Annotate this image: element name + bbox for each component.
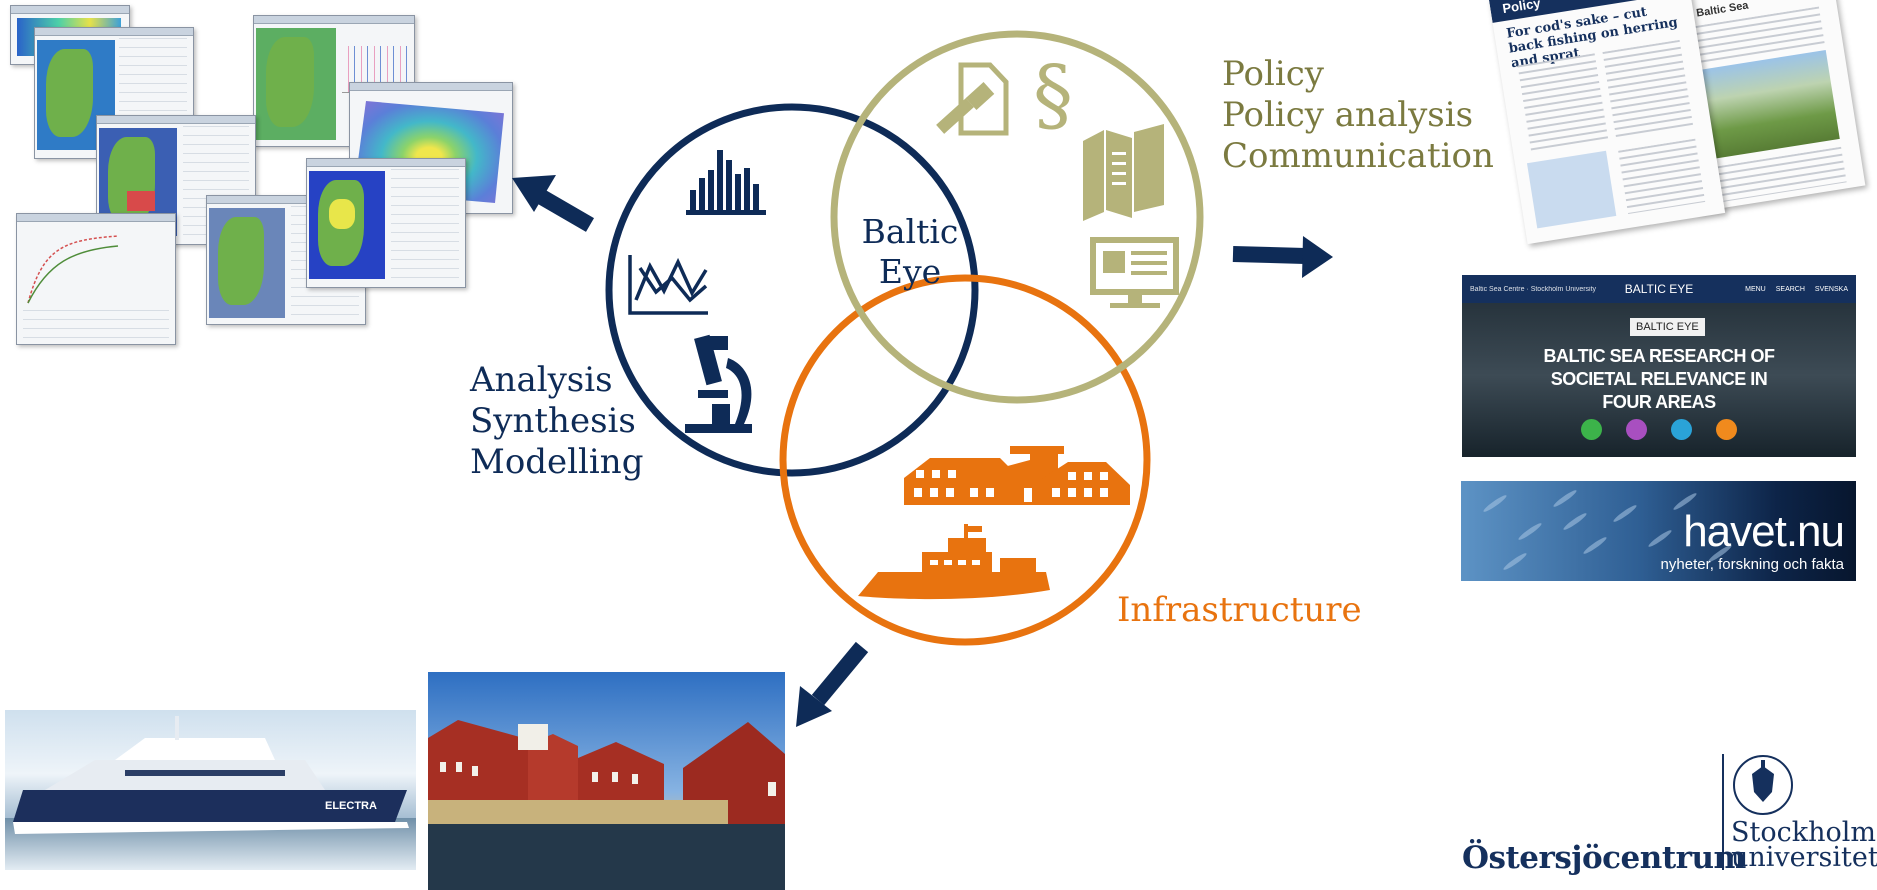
section-sign-icon: § — [1033, 48, 1073, 141]
arrow-to-policy-icon — [1232, 236, 1333, 278]
website-left-nav: Baltic Sea Centre · Stockholm University — [1470, 285, 1597, 293]
policy-label: Policy — [1222, 54, 1324, 94]
website-headline-line: SOCIETAL RELEVANCE IN — [1550, 369, 1768, 389]
bar-chart-icon — [686, 150, 766, 215]
analysis-label: Analysis — [470, 360, 613, 400]
website-nav-bar: Baltic Sea Centre · Stockholm University… — [1462, 275, 1856, 303]
website-area-icons — [1462, 419, 1856, 440]
infrastructure-circle — [779, 274, 1151, 646]
university-name-line: Stockholms — [1731, 817, 1877, 848]
synthesis-label: Synthesis — [470, 401, 636, 441]
area-icon — [1581, 419, 1602, 440]
website-badge: BALTIC EYE — [1630, 318, 1705, 336]
website-search-item: SEARCH — [1775, 285, 1805, 293]
research-vessel-icon — [858, 524, 1050, 600]
brochure-icon — [1083, 124, 1164, 221]
document-gavel-icon — [936, 62, 1009, 136]
line-chart-icon — [628, 255, 708, 315]
monitor-icon — [1090, 237, 1179, 308]
research-ship-photo: ELECTRA — [5, 710, 416, 870]
website-nav-items: MENU SEARCH SVENSKA — [1745, 286, 1848, 293]
screenshot-window — [16, 213, 176, 345]
stockholm-university-logo: Stockholms universitet — [1731, 817, 1877, 873]
havet-brand: havet.nu — [1683, 507, 1845, 556]
havet-tagline: nyheter, forskning och fakta — [1660, 556, 1844, 573]
havet-banner: havet.nu nyheter, forskning och fakta — [1461, 481, 1856, 581]
communication-label: Communication — [1222, 136, 1494, 176]
area-icon — [1671, 419, 1692, 440]
policy-circle — [830, 30, 1204, 404]
center-label-line: Baltic — [861, 212, 959, 251]
website-title: BALTIC EYE — [1624, 282, 1694, 296]
arrow-to-infrastructure-icon — [796, 641, 869, 727]
ship-name: ELECTRA — [325, 800, 377, 812]
policy-analysis-label: Policy analysis — [1222, 95, 1474, 135]
logo-divider — [1722, 754, 1724, 870]
analysis-circle — [605, 103, 979, 477]
website-language-item: SVENSKA — [1814, 285, 1848, 293]
policy-labels: Policy Policy analysis Communication — [1222, 54, 1494, 177]
website-headline-line: BALTIC SEA RESEARCH OF — [1543, 346, 1775, 366]
arrow-to-analysis-icon — [512, 175, 595, 232]
center-label-line: Eye — [878, 252, 942, 291]
area-icon — [1626, 419, 1647, 440]
area-icon — [1716, 419, 1737, 440]
research-station-photo — [428, 672, 785, 890]
baltic-eye-website: Baltic Sea Centre · Stockholm University… — [1462, 275, 1856, 457]
university-seal-icon — [1733, 755, 1793, 815]
newsletter-page-front: Policy For cod's sake – cut back fishing… — [1488, 0, 1726, 245]
website-headline-line: FOUR AREAS — [1602, 392, 1716, 412]
infrastructure-label: Infrastructure — [1117, 590, 1362, 630]
newsletter-tab-right: Baltic Sea — [1695, 0, 1750, 20]
screenshot-window — [306, 158, 466, 288]
website-headline: BALTIC SEA RESEARCH OF SOCIETAL RELEVANC… — [1462, 345, 1856, 414]
center-label: Baltic Eye — [848, 212, 972, 292]
analysis-labels: Analysis Synthesis Modelling — [470, 360, 643, 483]
university-name-line: universitet — [1731, 842, 1877, 873]
website-menu-item: MENU — [1745, 285, 1766, 293]
ostersjocentrum-logo: Östersjöcentrum — [1462, 840, 1746, 876]
microscope-icon — [685, 334, 752, 433]
research-station-icon — [904, 446, 1130, 505]
modelling-label: Modelling — [470, 442, 644, 482]
